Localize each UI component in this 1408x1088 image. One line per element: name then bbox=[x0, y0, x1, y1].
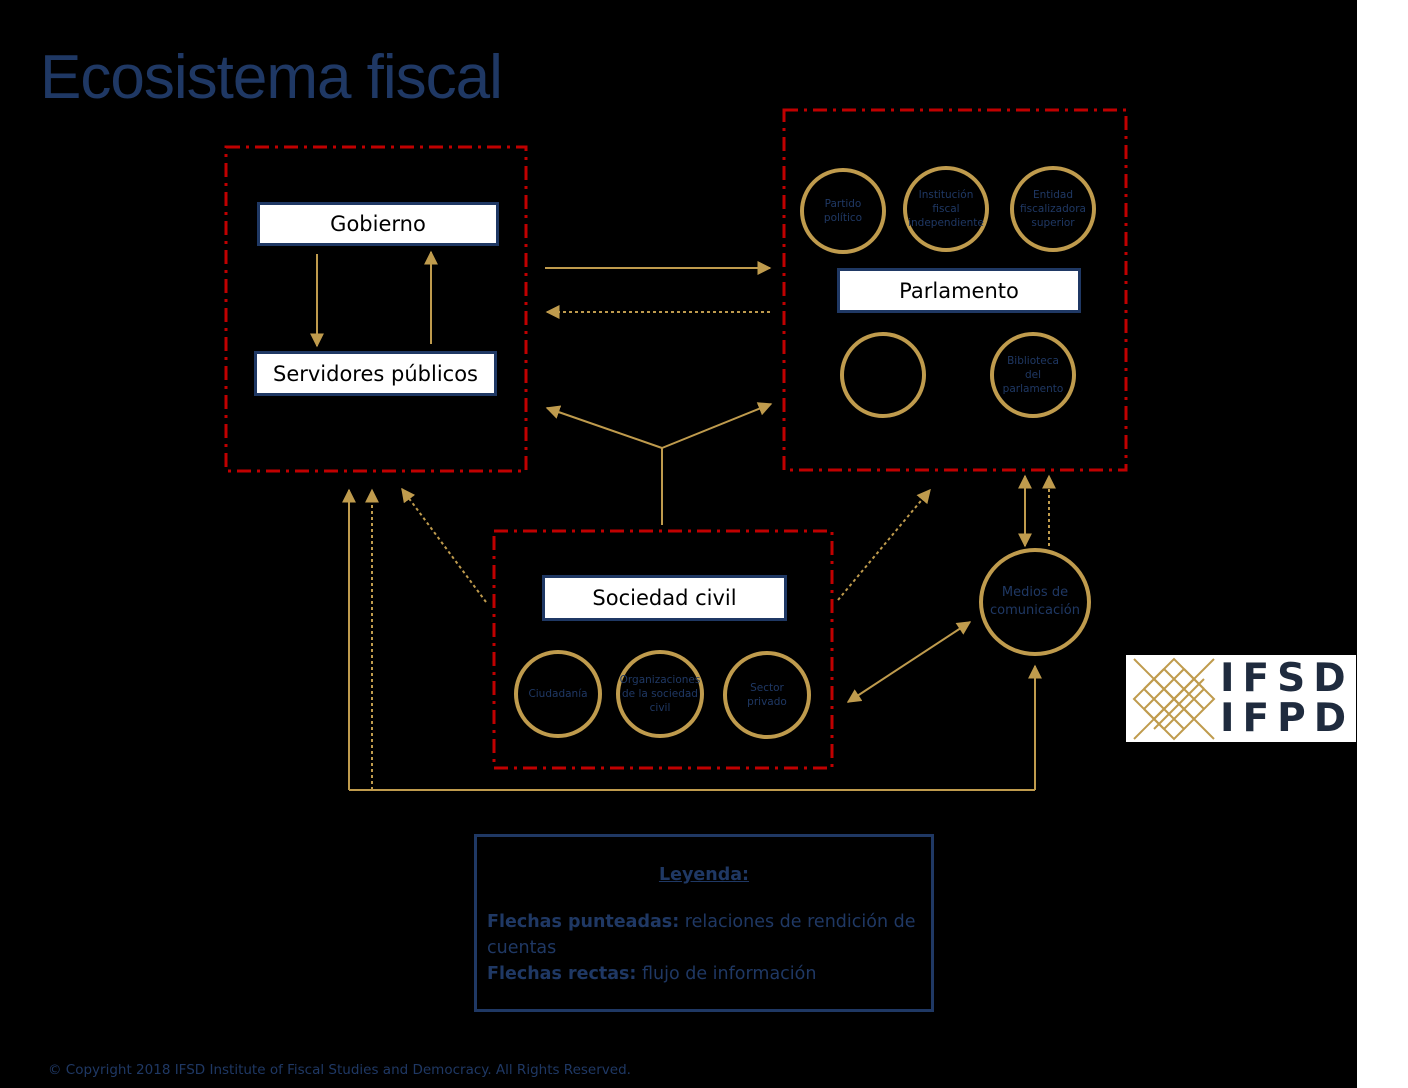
legend-straight-text: flujo de información bbox=[636, 964, 817, 984]
ifsd-logo: IFSD IFPD bbox=[1126, 655, 1356, 742]
legend-box: Leyenda: Flechas punteadas: relaciones d… bbox=[474, 834, 934, 1012]
legend-dotted-text: relaciones de rendición de cuentas bbox=[487, 912, 916, 958]
legend-body: Flechas punteadas: relaciones de rendici… bbox=[487, 909, 921, 987]
sociedad-box: Sociedad civil bbox=[542, 575, 787, 621]
parlamento-box: Parlamento bbox=[837, 268, 1081, 313]
logo-text-ifsd: IFSD bbox=[1220, 656, 1354, 701]
legend-dotted-label: Flechas punteadas: bbox=[487, 912, 680, 932]
arrow-sociedad-to-gobierno bbox=[545, 405, 663, 449]
sociedad-group-frame bbox=[492, 529, 834, 770]
legend-straight-label: Flechas rectas: bbox=[487, 964, 637, 984]
page-title: Ecosistema fiscal bbox=[40, 43, 503, 112]
gobierno-box: Gobierno bbox=[257, 202, 499, 246]
servidores-box: Servidores públicos bbox=[254, 351, 497, 396]
circle-empty bbox=[840, 332, 926, 418]
logo-text-ifpd: IFPD bbox=[1220, 696, 1355, 741]
slide-background bbox=[0, 0, 1357, 1088]
parlamento-group-frame bbox=[782, 108, 1128, 472]
arrow-sociedad-to-gobierno-dotted bbox=[401, 487, 487, 603]
copyright-notice: © Copyright 2018 IFSD Institute of Fisca… bbox=[48, 1062, 631, 1078]
ecosystem-diagram bbox=[224, 108, 1128, 791]
gobierno-group-frame bbox=[224, 145, 528, 473]
arrow-sociedad-to-parlamento bbox=[661, 402, 773, 449]
circle-ciudadania: Ciudadanía bbox=[514, 650, 602, 738]
logo-lattice-icon bbox=[1132, 657, 1216, 741]
arrow-sociedad-to-parlamento-dotted bbox=[837, 488, 931, 601]
legend-title: Leyenda: bbox=[658, 865, 750, 885]
arrow-medios-sociedad bbox=[846, 621, 972, 703]
